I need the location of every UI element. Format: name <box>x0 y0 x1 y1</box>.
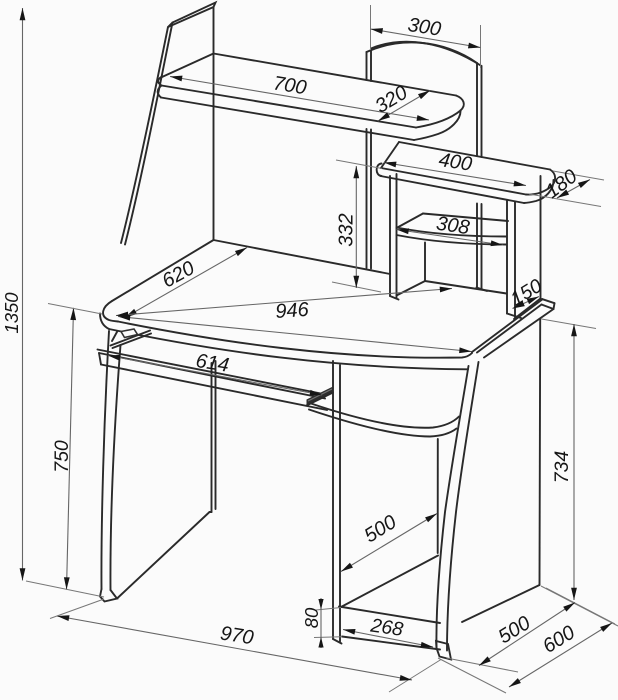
svg-text:970: 970 <box>219 622 255 649</box>
svg-text:700: 700 <box>272 72 308 99</box>
svg-text:300: 300 <box>406 14 442 41</box>
svg-text:734: 734 <box>551 451 573 484</box>
svg-text:750: 750 <box>51 440 73 473</box>
svg-text:308: 308 <box>435 213 471 239</box>
svg-text:946: 946 <box>275 299 311 323</box>
svg-text:400: 400 <box>437 149 473 176</box>
svg-text:614: 614 <box>194 350 230 377</box>
svg-text:332: 332 <box>335 213 357 246</box>
svg-text:1350: 1350 <box>1 292 22 334</box>
svg-text:268: 268 <box>368 614 404 640</box>
svg-text:80: 80 <box>301 607 322 628</box>
